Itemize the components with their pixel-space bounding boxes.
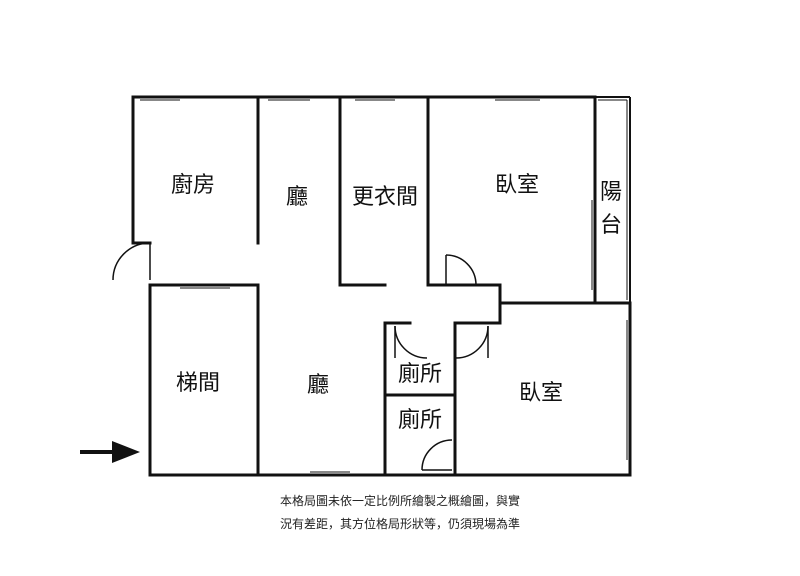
balcony [591,96,631,303]
room-label-balcony-1: 陽 [600,180,622,205]
room-label-bedroom-lower: 臥室 [519,381,563,406]
room-label-hall-lower: 廳 [307,373,329,398]
walls [131,95,632,477]
disclaimer-line-1: 本格局圖未依一定比例所繪製之概繪圖，與實 [279,494,520,508]
disclaimer-line-2: 況有差距，其方位格局形狀等，仍須現場為準 [279,517,520,531]
room-label-stairs: 梯間 [176,371,220,396]
room-label-dressing: 更衣間 [352,185,418,210]
room-label-kitchen: 廚房 [171,173,215,198]
windows [140,99,628,473]
room-label-bedroom-upper: 臥室 [495,173,539,198]
room-label-hall-upper: 廳 [286,185,308,210]
room-label-balcony-2: 台 [600,213,622,238]
room-label-bath-lower: 廁所 [398,408,442,433]
floor-plan: 廚房 廳 更衣間 臥室 陽 台 梯間 廳 廁所 廁所 臥室 [80,95,632,477]
doors [112,242,489,471]
entrance-arrow-icon [80,441,140,463]
room-label-bath-upper: 廁所 [398,362,442,387]
